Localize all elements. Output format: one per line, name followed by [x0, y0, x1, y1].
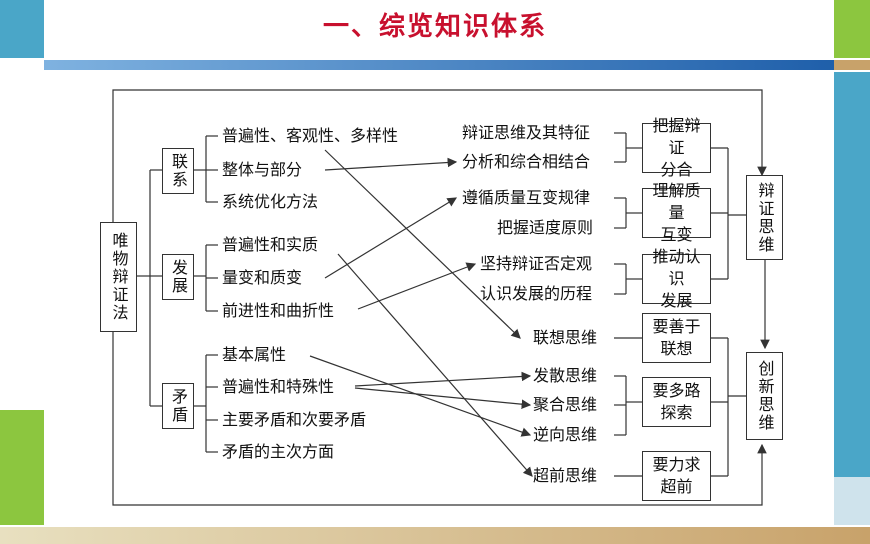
method-box: 要力求超前	[642, 451, 711, 501]
innovative-thinking-box: 创新思维	[746, 352, 783, 440]
left-item: 量变和质变	[222, 268, 303, 287]
category-develop-box: 发展	[162, 254, 194, 300]
right-item: 分析和综合相结合	[462, 152, 591, 171]
right-side-teal	[834, 72, 870, 477]
method-box: 把握辩证分合	[642, 116, 711, 179]
right-item: 把握适度原则	[497, 218, 594, 237]
method-box: 推动认识发展	[642, 247, 711, 310]
top-left-block	[0, 0, 44, 58]
left-item: 普遍性、客观性、多样性	[222, 126, 399, 145]
right-item: 坚持辩证否定观	[480, 254, 593, 273]
left-side-green	[0, 410, 44, 525]
left-side-top	[0, 70, 44, 410]
top-right-block	[834, 0, 870, 58]
dialectical-thinking-box: 辩证思维	[746, 175, 783, 260]
method-box: 要善于联想	[642, 313, 711, 363]
header-stripe	[44, 60, 834, 70]
root-box: 唯物辩证法	[100, 222, 137, 332]
footer-stripe	[0, 527, 870, 544]
left-item: 矛盾的主次方面	[222, 442, 335, 461]
right-item: 遵循质量互变规律	[462, 188, 591, 207]
right-item: 超前思维	[533, 466, 598, 485]
right-item: 认识发展的历程	[480, 284, 593, 303]
left-item: 基本属性	[222, 345, 287, 364]
page-title: 一、综览知识体系	[322, 12, 547, 42]
left-item: 主要矛盾和次要矛盾	[222, 410, 367, 429]
right-item: 联想思维	[533, 328, 598, 347]
left-item: 整体与部分	[222, 160, 303, 179]
right-item: 发散思维	[533, 366, 598, 385]
left-item: 普遍性和特殊性	[222, 377, 335, 396]
method-box: 要多路探索	[642, 377, 711, 427]
right-item: 聚合思维	[533, 395, 598, 414]
right-item: 逆向思维	[533, 425, 598, 444]
category-link-box: 联系	[162, 148, 194, 194]
method-box: 理解质量互变	[642, 181, 711, 244]
right-side-bottom	[834, 477, 870, 525]
left-item: 普遍性和实质	[222, 235, 319, 254]
left-item: 前进性和曲折性	[222, 301, 335, 320]
sparkle-icon	[772, 10, 822, 54]
category-contradiction-box: 矛盾	[162, 383, 194, 429]
right-item: 辩证思维及其特征	[462, 123, 591, 142]
header-stripe-right	[834, 60, 870, 70]
left-item: 系统优化方法	[222, 192, 319, 211]
